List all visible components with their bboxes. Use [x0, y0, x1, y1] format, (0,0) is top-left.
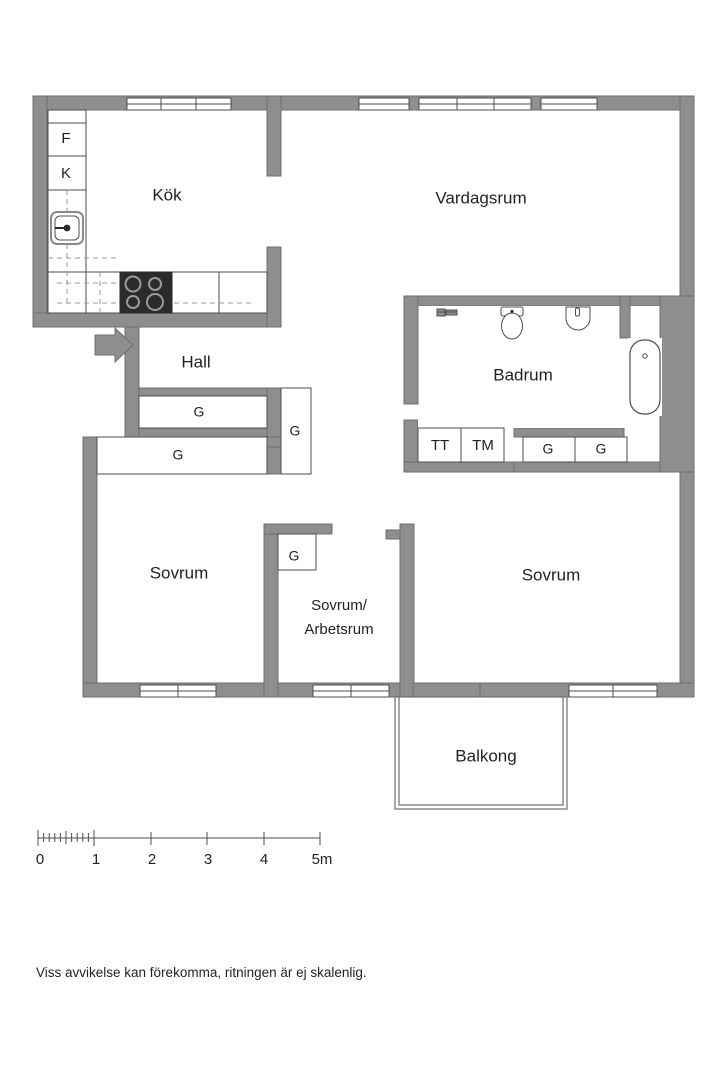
room-label-badrum: Badrum [493, 365, 553, 384]
wall-bedroom-arbetsrum-divider [263, 523, 279, 698]
scale-bar-labels: 0 1 2 3 4 5m [36, 851, 333, 868]
wall-livingroom-bottom [403, 295, 695, 307]
radiator-icon [436, 308, 458, 317]
disclaimer-text: Viss avvikelse kan förekomma, ritningen … [36, 965, 367, 980]
appliance-label-freezer: K [61, 165, 71, 182]
entrance-arrow-icon [94, 326, 134, 364]
wall-tub-divider [619, 295, 631, 339]
room-label-sovrum-left: Sovrum [150, 563, 209, 582]
room-label-sovrum-right: Sovrum [522, 565, 581, 584]
closet-hall-right-box [280, 387, 312, 475]
cabinet-freezer [47, 155, 87, 191]
wall-exterior-left-upper [32, 95, 48, 328]
wall-hall-closet-divider [138, 387, 282, 397]
room-label-arbetsrum-line2: Arbetsrum [304, 621, 373, 638]
balcony-outline [394, 696, 568, 810]
laundry-closets-group [417, 427, 628, 463]
wall-exterior-left-lower [82, 436, 98, 698]
wall-laundry-bottom [403, 461, 515, 473]
wall-arbetsrum-closet-top [263, 523, 333, 535]
wall-bathroom-right-lower [659, 295, 695, 473]
stove-icon [119, 271, 173, 314]
closet-arbetsrum-box [277, 533, 317, 571]
window-kitchen-top [126, 97, 232, 111]
closet-hall-upper-box [138, 395, 268, 429]
room-label-kok: Kök [152, 185, 182, 204]
window-bedroom-left-bottom [139, 684, 217, 698]
wall-hall-closet-right [266, 387, 282, 475]
appliance-label-washing-machine: TM [472, 437, 494, 454]
wall-kitchen-right-upper [266, 95, 282, 177]
wall-kitchen-bottom [32, 312, 282, 328]
room-labels-group: Kök Vardagsrum Hall Badrum Sovrum Sovrum… [150, 185, 581, 765]
wall-bathroom-left-2 [403, 295, 419, 405]
window-livingroom-3 [540, 97, 598, 111]
appliance-label-fridge: F [61, 130, 70, 147]
cabinet-fridge [47, 122, 87, 157]
wall-bath-closet-top [513, 427, 625, 438]
window-arbetsrum-bottom [312, 684, 390, 698]
windows-group [126, 97, 658, 698]
appliance-labels-group: F K TT TM [61, 130, 494, 454]
wall-hall-closet-bottom [138, 427, 282, 438]
window-livingroom-1 [358, 97, 410, 111]
closet-labels-group: G G G G G G [173, 404, 607, 564]
wall-arbetsrum-bedroom-stub [385, 529, 401, 540]
room-label-vardagsrum: Vardagsrum [435, 188, 526, 207]
sink-icon [50, 211, 84, 245]
scale-bar-minor-ticks [43, 831, 89, 844]
scale-bar [37, 830, 321, 846]
closet-label-bath-right: G [596, 441, 607, 457]
closet-label-hall-upper: G [194, 404, 205, 420]
window-livingroom-2 [418, 97, 532, 111]
room-label-hall: Hall [181, 352, 210, 371]
wall-kitchen-right-lower [266, 246, 282, 328]
scale-label-1: 1 [92, 851, 100, 868]
scale-label-0: 0 [36, 851, 44, 868]
arbetsrum-closet-group [277, 533, 317, 571]
scale-label-2: 2 [148, 851, 156, 868]
wall-balcony-door-threshold [412, 682, 481, 698]
washbasin-icon [565, 306, 591, 331]
box-washing-machine [460, 427, 505, 463]
scale-label-3: 3 [204, 851, 212, 868]
closet-bath-right-box [574, 436, 628, 463]
cabinet-kitchen-left-top [47, 109, 87, 124]
scale-label-5m: 5m [312, 851, 333, 868]
walls-overlay-group [403, 295, 695, 473]
closet-label-hall-right: G [290, 423, 301, 439]
appliance-label-tumble-dryer: TT [431, 437, 449, 454]
room-label-arbetsrum-line1: Sovrum/ [311, 597, 368, 614]
bathtub-icon [628, 338, 662, 416]
room-label-balkong: Balkong [455, 746, 516, 765]
scale-label-4: 4 [260, 851, 268, 868]
wall-arbetsrum-bedroom-right-divider [399, 523, 415, 698]
hall-closets-group [96, 387, 312, 475]
closet-hall-lower-box [96, 436, 268, 475]
closet-bath-left-box [522, 436, 576, 463]
toilet-icon [500, 306, 524, 340]
closet-label-hall-lower: G [173, 447, 184, 463]
window-bedroom-right-bottom [568, 684, 658, 698]
box-tumble-dryer [417, 427, 462, 463]
closet-label-arbetsrum: G [289, 548, 300, 564]
closet-label-bath-left: G [543, 441, 554, 457]
